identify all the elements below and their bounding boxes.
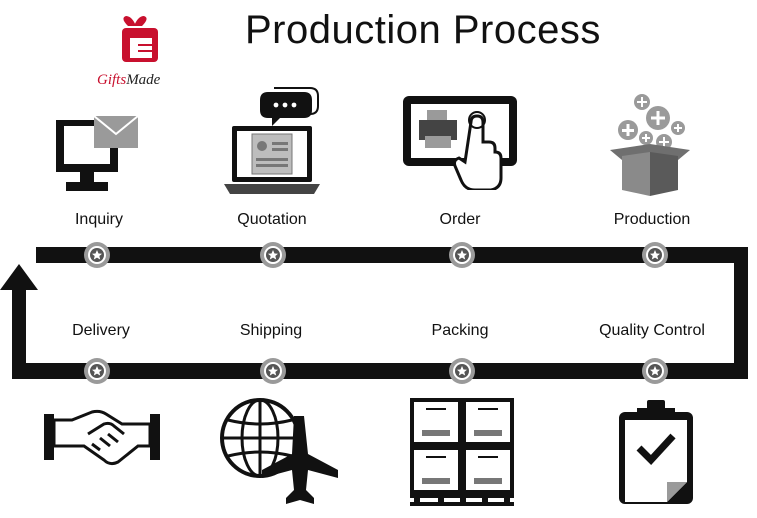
step-label-quotation: Quotation	[237, 211, 307, 228]
flow-track-left	[12, 286, 26, 379]
clipboard-check-icon	[619, 400, 693, 504]
flow-node-quotation	[260, 242, 286, 268]
giftsmade-logo	[122, 16, 158, 62]
touchscreen-printer-icon	[403, 96, 517, 190]
step-label-order: Order	[439, 211, 481, 228]
step-label-delivery: Delivery	[72, 322, 130, 339]
stacked-boxes-icon	[410, 398, 514, 506]
flow-track-right	[734, 247, 748, 379]
flow-node-packing	[449, 358, 475, 384]
box-plus-icon	[610, 94, 690, 196]
flow-track-top	[36, 247, 748, 263]
step-label-quality-control: Quality Control	[599, 322, 705, 339]
step-label-inquiry: Inquiry	[74, 211, 124, 228]
flow-node-quality-control	[642, 358, 668, 384]
logo-wordmark: GiftsMade	[97, 72, 160, 89]
globe-airplane-icon	[220, 398, 338, 504]
flow-track-bottom	[12, 363, 748, 379]
page-title: Production Process	[245, 8, 601, 52]
logo-suffix: Made	[126, 72, 161, 88]
flow-node-order	[449, 242, 475, 268]
logo-prefix: Gifts	[97, 72, 127, 88]
computer-mail-icon	[56, 115, 139, 191]
flow-node-shipping	[260, 358, 286, 384]
flow-node-production	[642, 242, 668, 268]
step-label-production: Production	[613, 211, 691, 228]
flow-arrow-up	[0, 264, 38, 290]
laptop-chat-icon	[224, 87, 320, 194]
handshake-icon	[44, 409, 160, 466]
step-label-packing: Packing	[431, 322, 489, 339]
flow-node-inquiry	[84, 242, 110, 268]
step-label-shipping: Shipping	[239, 322, 303, 339]
flow-node-delivery	[84, 358, 110, 384]
